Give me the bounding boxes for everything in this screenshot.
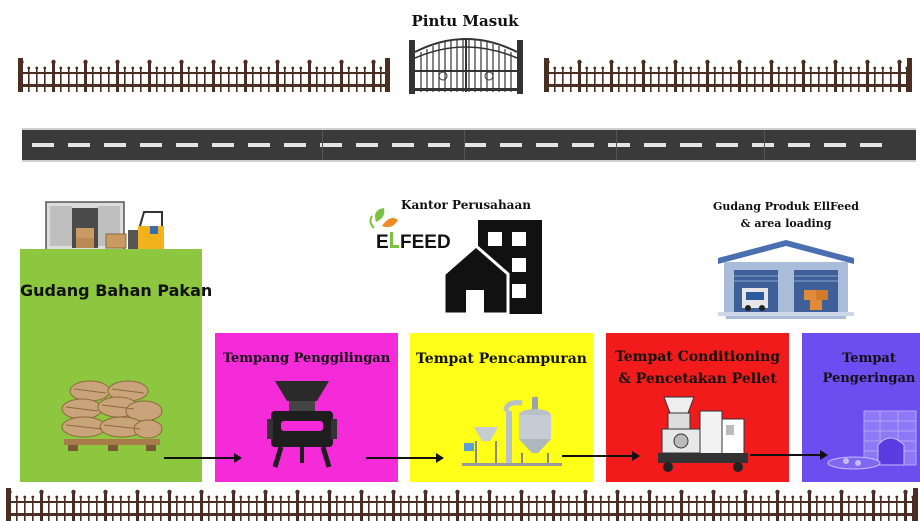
gate-icon [407, 30, 525, 94]
svg-text:E: E [376, 232, 389, 250]
product-warehouse-label-line2: & area loading [740, 217, 832, 230]
flow-arrow-2 [366, 452, 446, 464]
office-label: Kantor Perusahaan [401, 198, 531, 212]
warehouse-loading-icon [716, 238, 856, 320]
zone-title-line1: Tempat Conditioning [614, 349, 781, 365]
fence-bottom [6, 488, 918, 521]
fence-top-left [18, 58, 390, 92]
pellet-machine-icon [658, 393, 748, 473]
zone-pengeringan: Tempat Pengeringan [802, 333, 920, 482]
flow-arrow-4 [750, 449, 830, 461]
zone-title: Gudang Bahan Pakan [20, 281, 213, 300]
zone-title: Tempat Pencampuran [416, 351, 587, 367]
svg-text:FEED: FEED [400, 232, 451, 250]
dryer-oven-icon [824, 407, 920, 471]
ellfeed-logo: E FEED [368, 206, 468, 250]
road [22, 128, 916, 162]
entrance-label: Pintu Masuk [411, 12, 519, 30]
office-building-icon [444, 220, 544, 314]
product-warehouse-label-line1: Gudang Produk EllFeed [713, 200, 859, 213]
zone-title-line1: Tempat [842, 351, 896, 366]
grinder-machine-icon [267, 379, 337, 469]
fence-top-right [544, 58, 912, 92]
zone-title: Tempang Penggilingan [222, 351, 391, 366]
mixer-machine-icon [462, 387, 562, 467]
zone-title-line2: & Pencetakan Pellet [618, 371, 777, 387]
zone-penggilingan: Tempang Penggilingan [215, 333, 398, 482]
flow-arrow-3 [562, 450, 642, 462]
zone-title-line2: Pengeringan [822, 371, 916, 386]
zone-gudang-bahan-pakan: Gudang Bahan Pakan [20, 249, 213, 482]
flow-arrow-1 [164, 452, 244, 464]
feed-sacks-icon [60, 377, 164, 457]
